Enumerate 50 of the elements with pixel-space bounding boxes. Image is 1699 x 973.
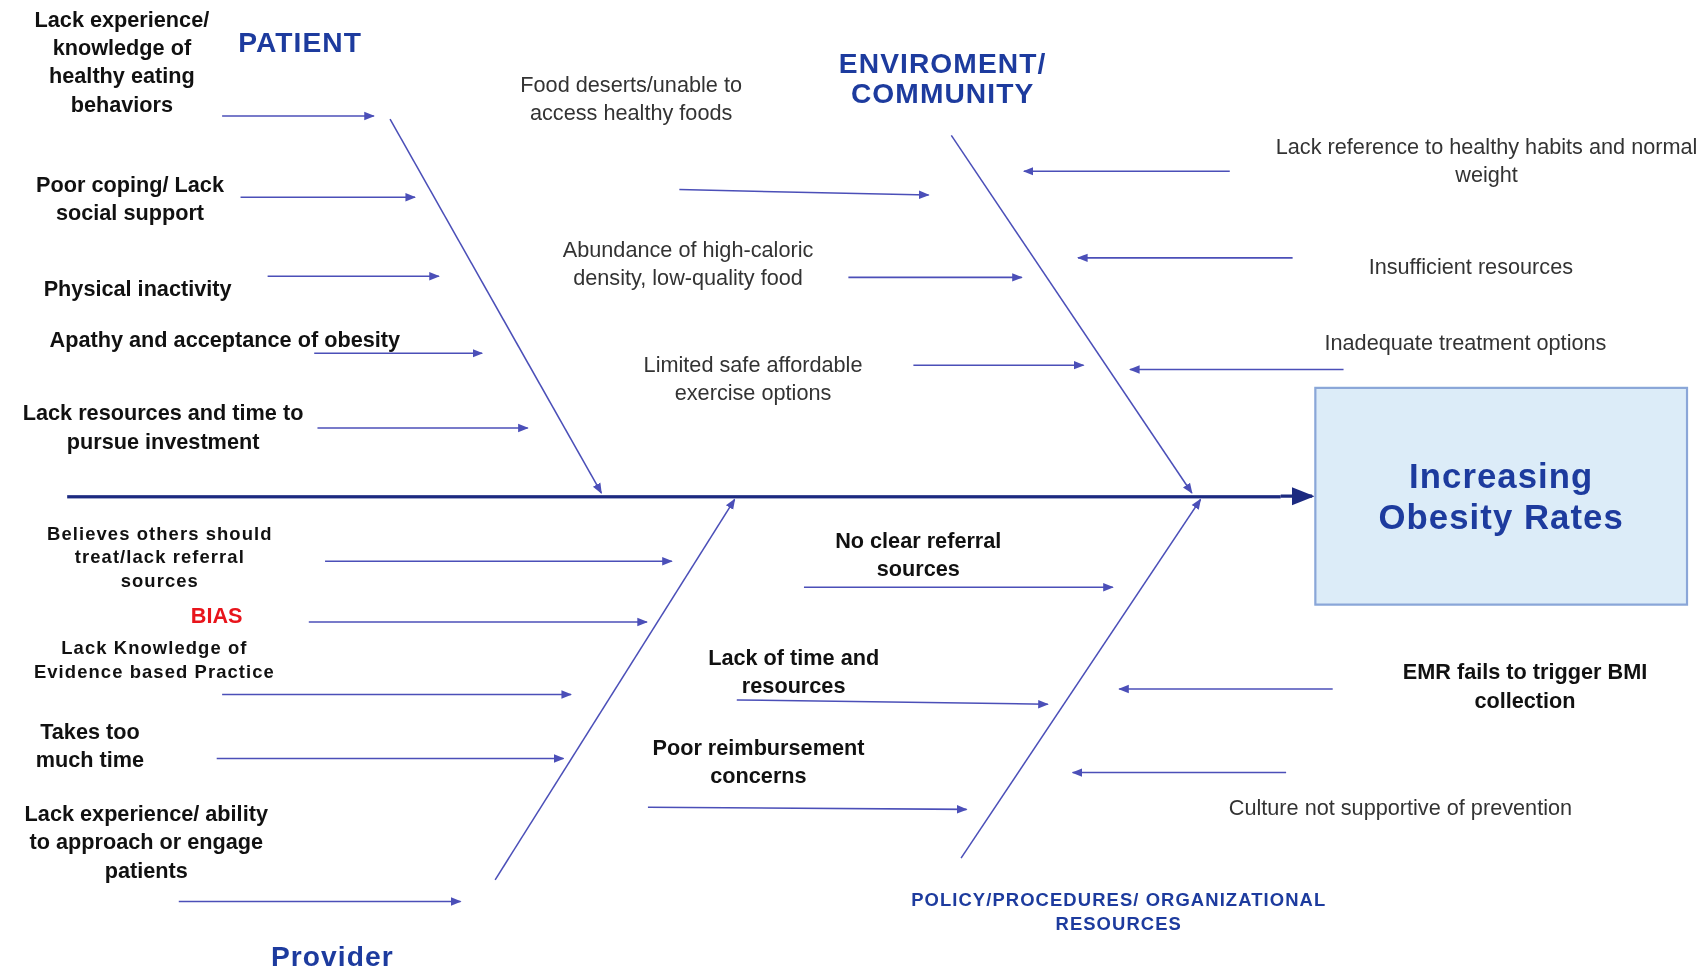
arrow xyxy=(950,134,1193,494)
category-heading: POLICY/PROCEDURES/ ORGANIZATIONAL RESOURCES xyxy=(910,888,1328,937)
cause-label: Believes others should treat/lack referral sources xyxy=(43,522,277,594)
arrow xyxy=(1118,684,1334,694)
cause-label: Inadequate treatment options xyxy=(1316,328,1615,357)
arrow xyxy=(221,111,375,121)
cause-label: Culture not supportive of prevention xyxy=(1159,793,1642,822)
cause-label: EMR fails to trigger BMI collection xyxy=(1370,657,1680,715)
cause-label: Lack reference to healthy habits and normal weight xyxy=(1269,132,1699,189)
arrow xyxy=(803,583,1114,592)
arrow xyxy=(239,192,417,202)
arrow xyxy=(847,273,1023,282)
cause-label: Insufficient resources xyxy=(1316,252,1626,281)
arrow xyxy=(324,557,673,566)
arrow xyxy=(494,498,736,881)
arrow xyxy=(912,360,1085,370)
arrow xyxy=(960,498,1202,859)
arrow xyxy=(308,617,648,627)
cause-label: Lack resources and time to pursue investment xyxy=(19,398,307,456)
arrow xyxy=(178,897,462,906)
cause-label: Poor coping/ Lack social support xyxy=(32,170,228,227)
cause-label: Lack experience/ ability to approach or engage patients xyxy=(16,799,277,885)
category-heading: Provider xyxy=(270,941,391,972)
arrow xyxy=(313,348,484,358)
arrow xyxy=(221,690,573,699)
arrow xyxy=(266,272,440,281)
arrow xyxy=(736,699,1049,709)
arrow xyxy=(1280,487,1315,506)
cause-label: Abundance of high-caloric density, low-quality food xyxy=(552,235,824,292)
cause-label: Lack Knowledge of Evidence based Practice xyxy=(16,637,293,685)
arrow xyxy=(389,118,603,494)
category-heading: ENVIROMENT/ COMMUNITY xyxy=(834,47,1051,109)
cause-label: Physical inactivity xyxy=(8,274,267,303)
effect-box: Increasing Obesity Rates xyxy=(1314,386,1689,606)
cause-label: Lack of time and resources xyxy=(698,643,889,700)
cause-label: No clear referral sources xyxy=(796,526,1041,583)
arrow xyxy=(1129,365,1345,374)
arrow xyxy=(1071,768,1287,777)
cause-label: BIAS xyxy=(140,601,293,630)
arrow xyxy=(316,423,529,433)
arrow xyxy=(678,188,930,200)
cause-label: Food deserts/unable to access healthy foods xyxy=(509,70,754,127)
arrow xyxy=(1022,166,1231,176)
cause-label: Takes too much time xyxy=(8,717,172,774)
arrow xyxy=(215,754,565,763)
cause-label: Limited safe affordable exercise options xyxy=(623,349,884,407)
cause-label: Poor reimbursement concerns xyxy=(606,733,911,790)
cause-label: Apathy and acceptance of obesity xyxy=(37,325,412,354)
arrow xyxy=(1077,253,1294,263)
arrow xyxy=(647,805,968,814)
